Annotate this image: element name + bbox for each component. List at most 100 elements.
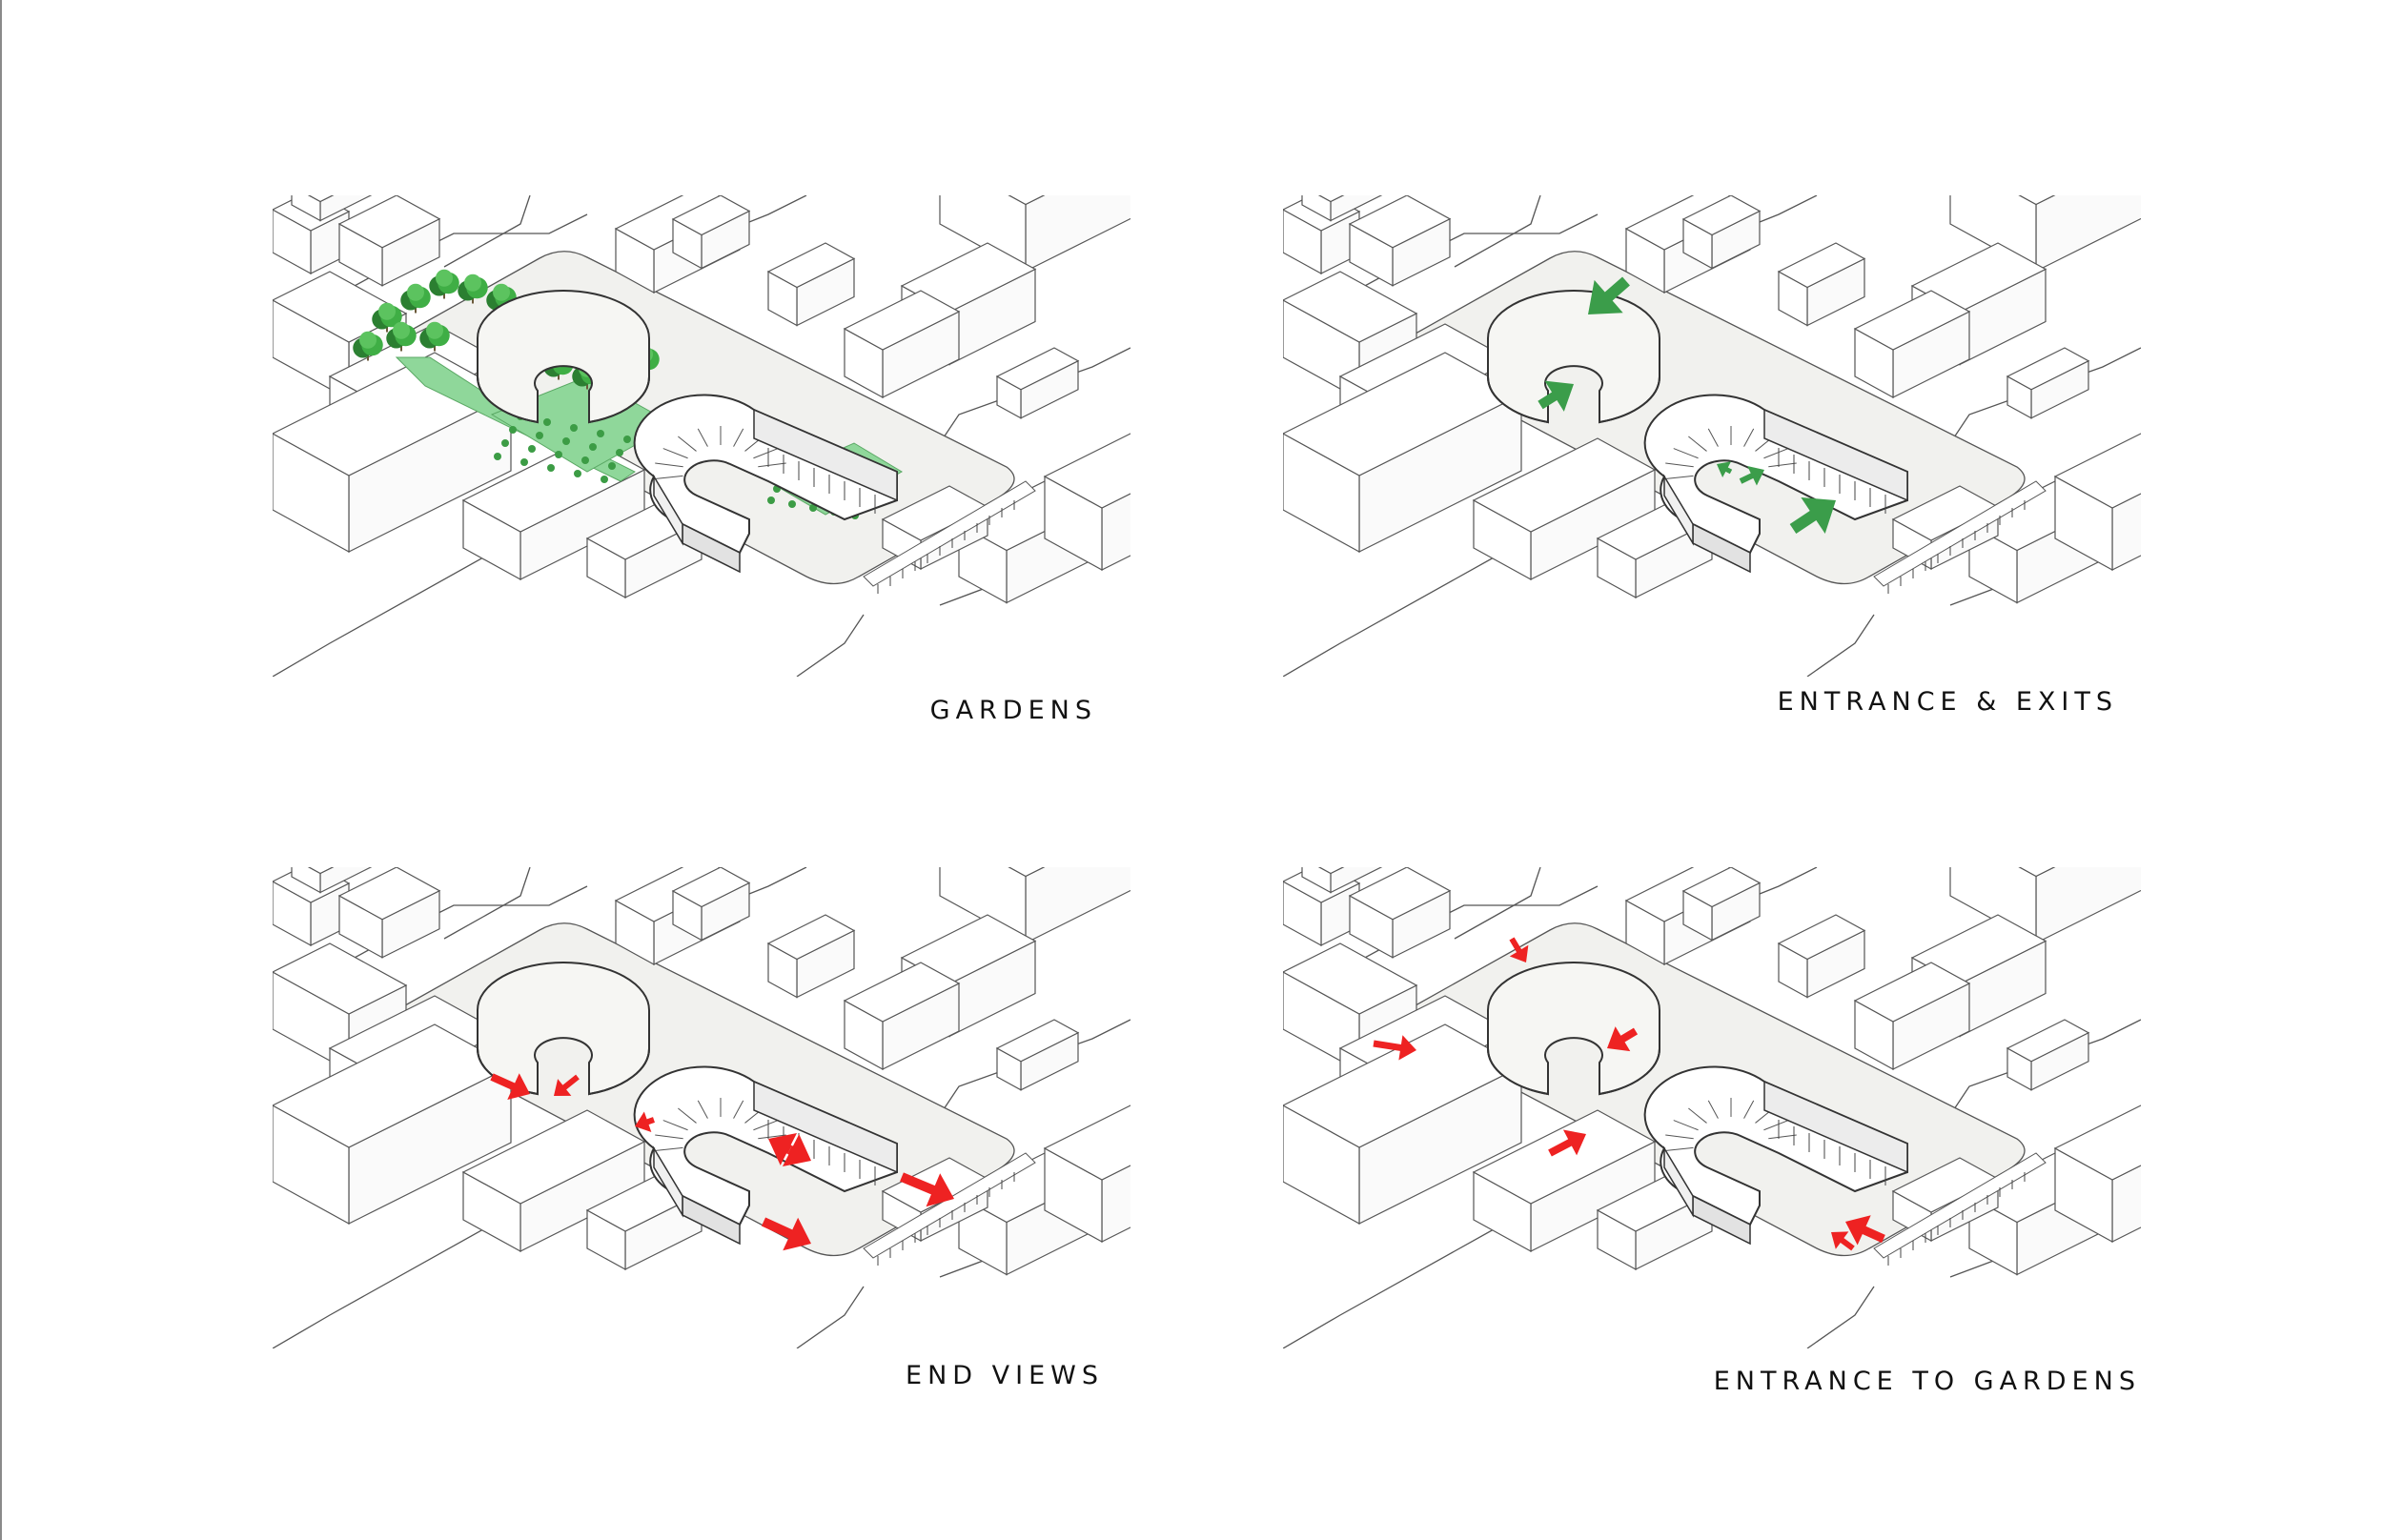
road-edge-south bbox=[796, 614, 865, 677]
garden-entry-arrow bbox=[1607, 1026, 1639, 1052]
rowhouse-roof bbox=[863, 1152, 1036, 1259]
panel-entrance-to-gardens bbox=[1283, 867, 2141, 1348]
garden-tree bbox=[419, 321, 450, 352]
road-edge-north bbox=[1454, 867, 1541, 940]
context-building bbox=[337, 195, 441, 287]
garden-shrub bbox=[608, 462, 616, 470]
spiral-facade-rib bbox=[697, 1100, 708, 1119]
end-view-arrow bbox=[768, 1133, 811, 1166]
spiral-facade-rib bbox=[1664, 475, 1694, 480]
entrance-exits-site-diagram bbox=[1283, 195, 2141, 677]
horseshoe-wall bbox=[1486, 338, 1549, 424]
context-building bbox=[2006, 347, 2090, 419]
context-building bbox=[843, 290, 961, 399]
spiral-facade-rib bbox=[1688, 436, 1707, 452]
spiral-wing bbox=[753, 408, 898, 502]
context-building bbox=[291, 867, 373, 894]
spiral-facade-rib bbox=[1665, 1134, 1694, 1140]
spiral-facade-rib bbox=[1768, 1134, 1797, 1140]
spiral-facade-rib bbox=[678, 436, 697, 452]
road-edge-south-west bbox=[1283, 1224, 1503, 1348]
road-edge-south bbox=[1806, 614, 1875, 677]
context-building bbox=[2053, 1104, 2141, 1244]
spiral-facade-rib bbox=[733, 1100, 744, 1119]
horseshoe-wall bbox=[588, 338, 651, 424]
spiral-facade-rib bbox=[753, 448, 779, 459]
context-building bbox=[291, 195, 373, 222]
context-building bbox=[1348, 867, 1452, 959]
garden-tree bbox=[372, 302, 402, 333]
horseshoe-building bbox=[1486, 290, 1661, 424]
spiral-building bbox=[633, 394, 898, 574]
spiral-facade-rib bbox=[733, 428, 744, 447]
garden-shrub bbox=[788, 500, 796, 508]
garden-shrub bbox=[501, 439, 509, 447]
spiral-facade-rib bbox=[1664, 1146, 1694, 1152]
road-edge-north bbox=[1454, 195, 1541, 268]
spiral-facade-rib bbox=[1707, 428, 1719, 447]
garden-shrub bbox=[809, 504, 817, 512]
context-building bbox=[1777, 242, 1866, 327]
spiral-building bbox=[1643, 1065, 1908, 1246]
end-view-arrow bbox=[554, 1074, 580, 1096]
spiral-facade-rib bbox=[662, 1120, 688, 1131]
spiral-facade-rib bbox=[655, 1134, 683, 1140]
context-building bbox=[1853, 290, 1971, 399]
garden-entry-arrow bbox=[1509, 937, 1529, 962]
horseshoe-wall bbox=[1599, 1010, 1661, 1096]
garden-shrub bbox=[536, 432, 543, 439]
panel-end-views bbox=[273, 867, 1130, 1348]
road-edge-north bbox=[443, 867, 531, 940]
context-building bbox=[843, 962, 961, 1071]
context-building bbox=[1043, 1104, 1130, 1244]
garden-shrub bbox=[528, 445, 536, 453]
exit-arrow bbox=[1789, 497, 1836, 534]
caption-entrance-exits: ENTRANCE & EXITS bbox=[1777, 687, 2118, 717]
horseshoe-wall bbox=[476, 338, 539, 424]
context-building bbox=[1681, 195, 1762, 270]
spiral-facade-rib bbox=[1707, 1100, 1719, 1119]
context-building bbox=[1301, 867, 1383, 894]
horseshoe-wall bbox=[588, 1010, 651, 1096]
left-border-rule bbox=[0, 0, 2, 1540]
context-building bbox=[461, 1109, 646, 1253]
garden-shrub bbox=[555, 451, 562, 458]
spiral-facade-rib bbox=[758, 1134, 786, 1140]
rowhouse-roof bbox=[1873, 1152, 2047, 1259]
end-views-site-diagram bbox=[273, 867, 1130, 1348]
road-edge-south-west bbox=[1283, 552, 1503, 677]
gardens-site-diagram bbox=[273, 195, 1130, 677]
garden-tree bbox=[458, 274, 488, 304]
spiral-facade-rib bbox=[1743, 1100, 1755, 1119]
garden-entry-arrow bbox=[1548, 1129, 1586, 1157]
context-building bbox=[995, 347, 1080, 419]
road-edge-south-west bbox=[273, 1224, 493, 1348]
caption-end-views: END VIEWS bbox=[906, 1361, 1104, 1390]
garden-shrub bbox=[623, 436, 631, 443]
garden-entry-arrows bbox=[1373, 937, 1885, 1251]
spiral-wall bbox=[1663, 1145, 1694, 1218]
spiral-wing bbox=[753, 1080, 898, 1174]
spiral-facade-rib bbox=[758, 462, 786, 468]
spiral-facade-rib bbox=[1768, 462, 1797, 468]
spiral-facade-rib bbox=[1673, 1120, 1699, 1131]
end-view-arrow bbox=[761, 1217, 811, 1251]
garden-entry-arrow bbox=[1831, 1231, 1855, 1251]
caption-entrance-to-gardens: ENTRANCE TO GARDENS bbox=[1713, 1367, 2141, 1396]
road-edge-south-west bbox=[273, 552, 493, 677]
spiral-facade-rib bbox=[678, 1107, 697, 1124]
context-building bbox=[766, 242, 856, 327]
spiral-facade-rib bbox=[697, 428, 708, 447]
garden-tree bbox=[400, 283, 431, 314]
horseshoe-building bbox=[1486, 962, 1661, 1096]
context-building bbox=[1043, 433, 1130, 572]
end-view-arrows bbox=[490, 1073, 954, 1251]
spiral-wall bbox=[653, 474, 683, 546]
spiral-facade-rib bbox=[753, 1120, 779, 1131]
panel-gardens bbox=[273, 195, 1130, 677]
garden-tree bbox=[429, 269, 459, 299]
horseshoe-wall bbox=[1486, 1010, 1549, 1096]
rowhouses bbox=[863, 1152, 1036, 1266]
garden-shrub bbox=[589, 443, 597, 451]
horseshoe-building bbox=[476, 290, 651, 424]
